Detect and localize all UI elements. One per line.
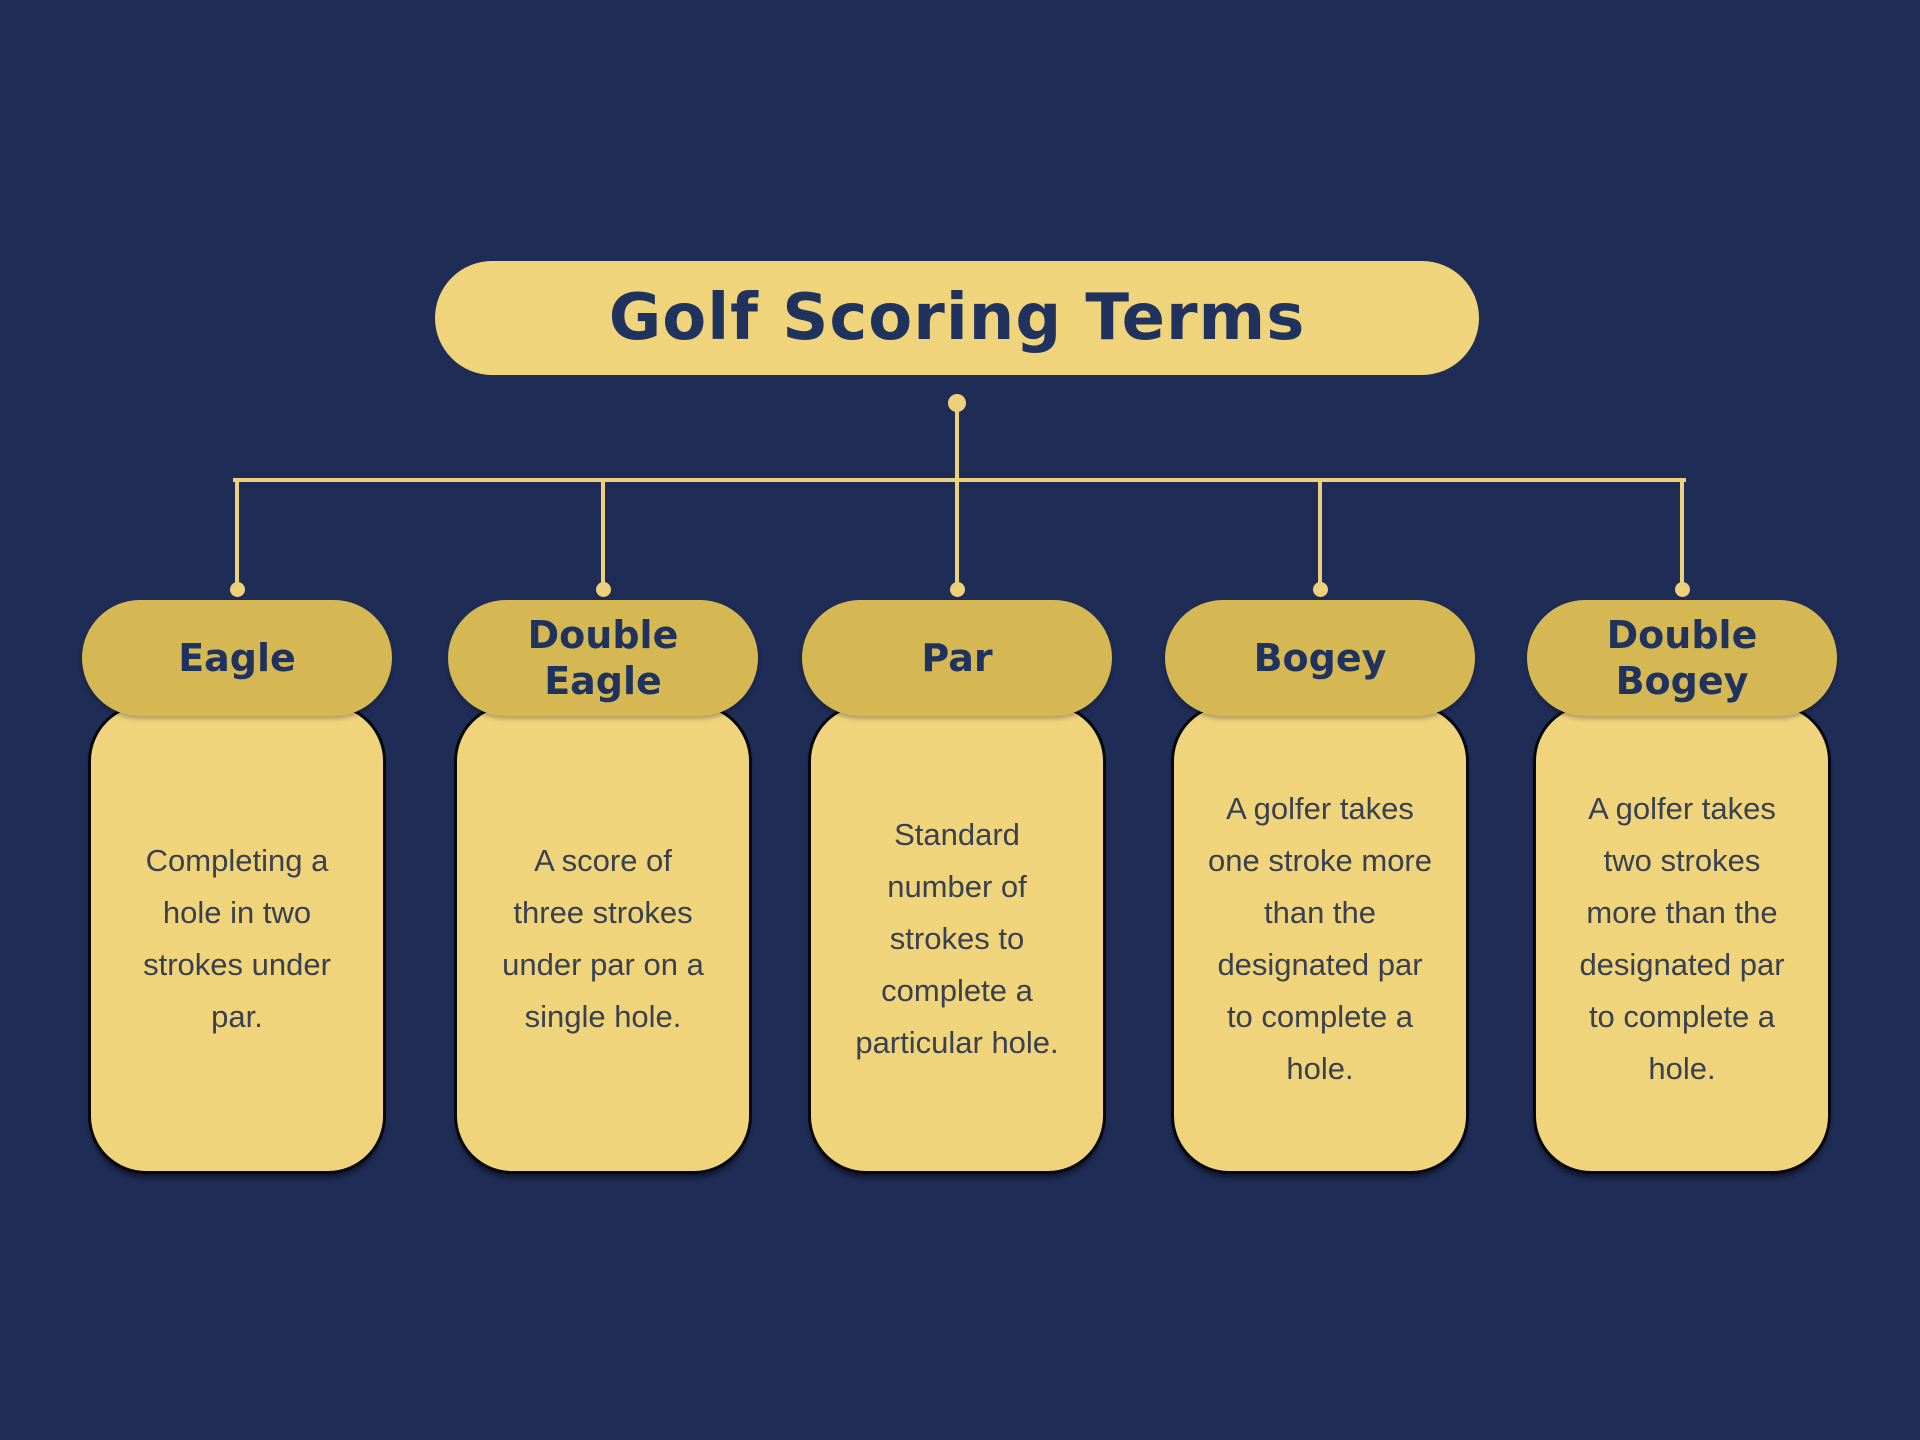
card-eagle-description: Completing a hole in two strokes under p… <box>143 842 331 1034</box>
card-bogey-body: A golfer takes one stroke more than the … <box>1171 703 1469 1174</box>
card-par-body: Standard number of strokes to complete a… <box>808 703 1106 1174</box>
connector-drop-double-eagle <box>601 480 605 586</box>
connector-dot-eagle <box>230 582 245 597</box>
card-double-bogey-body: A golfer takes two strokes more than the… <box>1533 703 1831 1174</box>
card-double-bogey: A golfer takes two strokes more than the… <box>1527 600 1837 1174</box>
connector-horizontal-line <box>233 478 1686 482</box>
card-eagle: Completing a hole in two strokes under p… <box>82 600 392 1174</box>
card-double-bogey-description: A golfer takes two strokes more than the… <box>1579 790 1785 1086</box>
connector-dot-double-eagle <box>596 582 611 597</box>
card-par: Standard number of strokes to complete a… <box>802 600 1112 1174</box>
card-double-eagle-body: A score of three strokes under par on a … <box>454 703 752 1174</box>
card-double-bogey-title: Double Bogey <box>1606 613 1758 703</box>
connector-drop-bogey <box>1318 480 1322 586</box>
card-double-eagle-title: Double Eagle <box>527 613 679 703</box>
card-double-eagle: A score of three strokes under par on a … <box>448 600 758 1174</box>
connector-drop-double-bogey <box>1680 480 1684 586</box>
connector-drop-eagle <box>235 480 239 586</box>
card-bogey-title: Bogey <box>1253 636 1387 680</box>
card-double-bogey-header-pill: Double Bogey <box>1527 600 1837 716</box>
connector-dot-par <box>950 582 965 597</box>
card-par-header-pill: Par <box>802 600 1112 716</box>
card-double-eagle-description: A score of three strokes under par on a … <box>502 842 704 1034</box>
title-pill: Golf Scoring Terms <box>435 261 1479 375</box>
connector-dot-bogey <box>1313 582 1328 597</box>
card-par-title: Par <box>921 636 993 680</box>
card-bogey-header-pill: Bogey <box>1165 600 1475 716</box>
card-eagle-header-pill: Eagle <box>82 600 392 716</box>
card-eagle-body: Completing a hole in two strokes under p… <box>88 703 386 1174</box>
card-par-description: Standard number of strokes to complete a… <box>855 816 1059 1060</box>
card-double-eagle-header-pill: Double Eagle <box>448 600 758 716</box>
page-title: Golf Scoring Terms <box>608 281 1306 355</box>
connector-root-stem <box>955 409 959 480</box>
connector-dot-double-bogey <box>1675 582 1690 597</box>
connector-drop-par <box>955 480 959 586</box>
card-eagle-title: Eagle <box>178 636 296 680</box>
card-bogey: A golfer takes one stroke more than the … <box>1165 600 1475 1174</box>
connector-root-dot <box>948 394 966 412</box>
card-bogey-description: A golfer takes one stroke more than the … <box>1208 790 1432 1086</box>
